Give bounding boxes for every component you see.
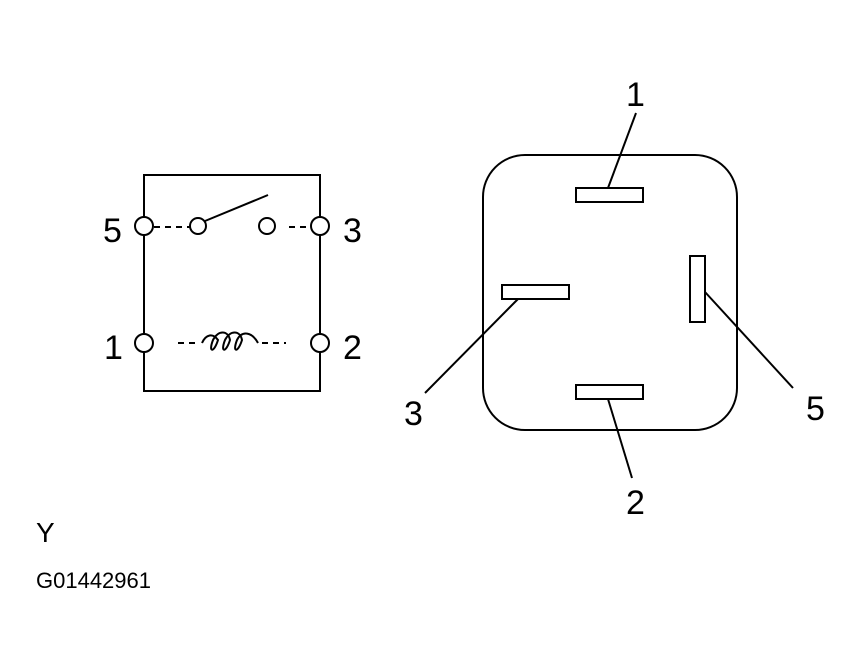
coil-circuit: [178, 331, 286, 351]
coil-winding: [201, 331, 259, 351]
terminal-3: [310, 216, 330, 236]
switch-circuit: [154, 194, 312, 235]
switch-contact-left: [189, 217, 207, 235]
leader-line-3: [424, 298, 519, 394]
terminal-1: [134, 333, 154, 353]
relay-schematic: [134, 174, 330, 392]
schematic-body: [143, 174, 321, 392]
schematic-pin-3-label: 3: [343, 212, 362, 250]
schematic-pin-5-label: 5: [103, 212, 122, 250]
connector-pin-2-label: 2: [626, 484, 645, 522]
connector-housing: [482, 154, 738, 431]
connector-terminal-2: [575, 384, 644, 400]
terminal-5: [134, 216, 154, 236]
switch-arm: [204, 194, 269, 222]
connector-pin-5-label: 5: [806, 390, 825, 428]
schematic-pin-1-label: 1: [104, 329, 123, 367]
leader-line-2: [607, 398, 633, 479]
connector-pin-1-label: 1: [626, 76, 645, 114]
connector-terminal-1: [575, 187, 644, 203]
terminal-2: [310, 333, 330, 353]
view-letter: Y: [36, 517, 55, 548]
connector-terminal-3: [501, 284, 570, 300]
connector-pin-3-label: 3: [404, 395, 423, 433]
leader-line-1: [607, 112, 637, 189]
relay-connector: [424, 112, 794, 479]
switch-contact-right: [258, 217, 276, 235]
figure-code: G01442961: [36, 568, 151, 593]
leader-line-5: [704, 291, 794, 389]
schematic-pin-2-label: 2: [343, 329, 362, 367]
connector-terminal-5: [689, 255, 706, 323]
